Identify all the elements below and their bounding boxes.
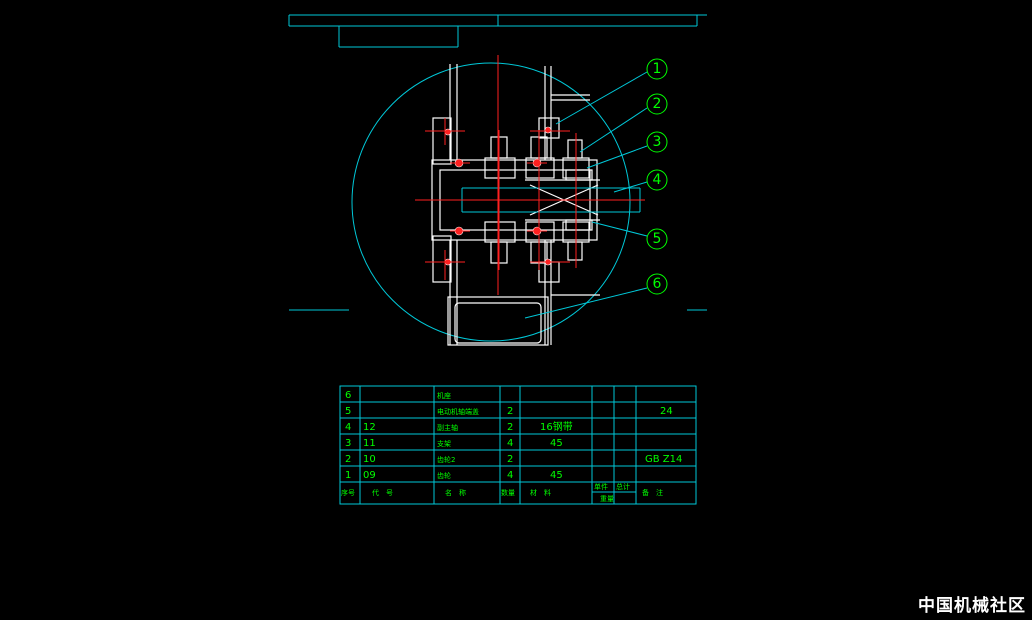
bom-code: 12	[363, 422, 376, 433]
bom-no: 6	[345, 390, 351, 401]
bom-code: 11	[363, 438, 376, 449]
bom-remark: GB Z14	[645, 454, 682, 465]
bom-no: 2	[345, 454, 351, 465]
callout-5-label: 5	[653, 231, 662, 247]
bom-qty: 4	[507, 438, 513, 449]
callout-6: 6	[646, 273, 668, 295]
callout-1: 1	[646, 58, 668, 80]
bom-name: 齿轮	[437, 471, 451, 480]
bom-header-qty: 数量	[501, 488, 515, 497]
bom-code: 09	[363, 470, 376, 481]
bom-row: 5 电动机轴端盖 2 24	[345, 406, 673, 417]
bom-row: 3 11 支架 4 45	[345, 438, 563, 449]
bom-name: 副主轴	[437, 423, 458, 432]
bom-header-no: 序号	[341, 488, 355, 497]
leader-lines	[524, 71, 648, 319]
callout-2: 2	[646, 93, 668, 115]
bom-qty: 2	[507, 406, 513, 417]
bom-row: 6 机座	[345, 390, 451, 401]
bom-material: 16钢带	[540, 420, 573, 433]
bom-material: 45	[550, 438, 563, 449]
bom-qty: 2	[507, 454, 513, 465]
bom-qty: 2	[507, 422, 513, 433]
bom-header-code: 代 号	[372, 488, 393, 497]
bom-code: 10	[363, 454, 376, 465]
bom-name: 齿轮2	[437, 455, 455, 464]
bom-no: 5	[345, 406, 351, 417]
bom-header-unit: 单件	[594, 482, 608, 491]
callout-group: 1 2 3 4 5 6	[646, 58, 668, 295]
bom-grid	[339, 385, 697, 505]
watermark-logo: 中国机械社区	[918, 596, 1026, 616]
bom-no: 4	[345, 422, 351, 433]
callout-3: 3	[646, 131, 668, 153]
top-frame	[288, 14, 707, 311]
frame-structure	[431, 64, 600, 346]
bom-row: 1 09 齿轮 4 45	[345, 470, 563, 481]
bom-row: 2 10 齿轮2 2 GB Z14	[345, 454, 682, 465]
bom-header-remark: 备 注	[642, 488, 663, 497]
callout-2-label: 2	[653, 96, 662, 112]
bom-header-weight: 重量	[600, 495, 614, 503]
bom-table: 6 机座 5 电动机轴端盖 2 24 4 12 副主轴 2 16钢带 3	[339, 385, 697, 505]
callout-5: 5	[646, 228, 668, 250]
detail-circle	[351, 62, 631, 342]
bom-name: 电动机轴端盖	[437, 407, 479, 416]
bom-qty: 4	[507, 470, 513, 481]
callout-6-label: 6	[653, 276, 662, 292]
callout-3-label: 3	[653, 134, 662, 150]
callout-1-label: 1	[653, 61, 662, 77]
bom-no: 3	[345, 438, 351, 449]
bom-header-material: 材 料	[530, 488, 551, 497]
callout-4: 4	[646, 169, 668, 191]
bom-material: 45	[550, 470, 563, 481]
bom-row: 4 12 副主轴 2 16钢带	[345, 420, 573, 433]
bom-header-total: 总计	[616, 482, 630, 491]
shaft	[461, 187, 641, 213]
bom-name: 支架	[437, 439, 451, 448]
bom-name: 机座	[437, 391, 451, 400]
bom-header: 序号 代 号 名 称 数量 材 料 单件 总计 重量 备 注	[341, 482, 663, 503]
bom-remark: 24	[660, 406, 673, 417]
bom-header-name: 名 称	[445, 488, 466, 497]
bom-no: 1	[345, 470, 351, 481]
callout-4-label: 4	[653, 172, 662, 188]
centerlines	[415, 55, 645, 295]
